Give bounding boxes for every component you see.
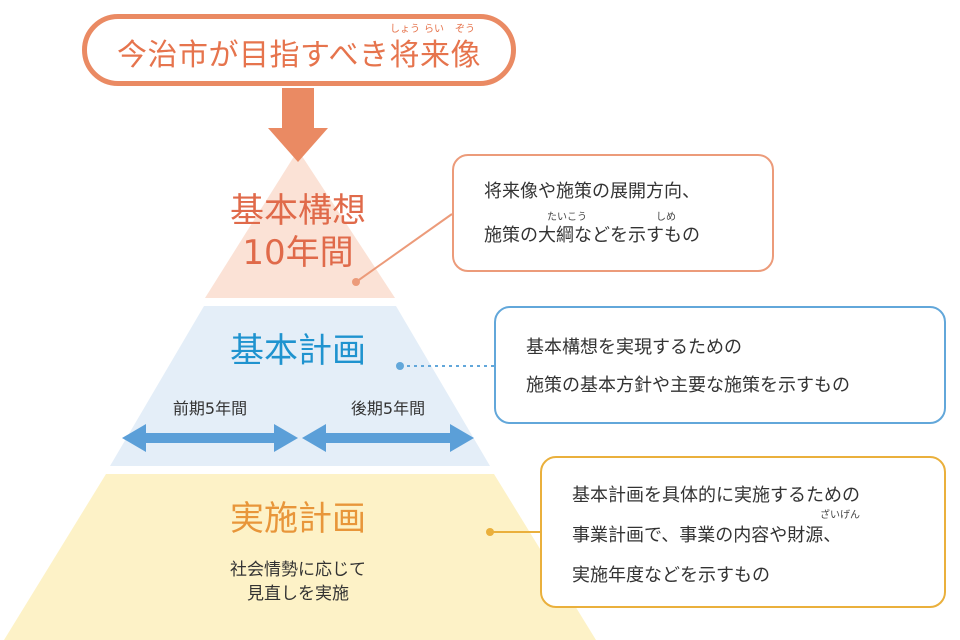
pyramid-middle-tier [110, 306, 490, 466]
tier-1-heading: 基本構想 10年間 [198, 190, 398, 274]
tier-1-heading-line-2: 10年間 [242, 233, 354, 273]
description-2-line-1: 基本構想を実現するための [526, 337, 742, 358]
description-1-ruby-shime: しめ [656, 212, 676, 223]
tier-3-note-line-1: 社会情勢に応じて [230, 560, 366, 580]
tier-1-heading-line-1: 基本構想 [230, 191, 366, 231]
tier-3-note-line-2: 見直しを実施 [247, 584, 349, 604]
title-ruby-rai: らい [424, 24, 444, 35]
description-1-line-1: 将来像や施策の展開方向、 [484, 181, 700, 202]
pyramid-bottom-tier [4, 474, 596, 640]
tier-3-heading: 実施計画 [230, 499, 366, 539]
description-3-line-1: 基本計画を具体的に実施するための [572, 485, 860, 506]
description-box-implementation-plan [540, 456, 946, 608]
description-2-line-2: 施策の基本方針や主要な施策を示すもの [526, 375, 850, 396]
description-3-line-2: 事業計画で、事業の内容や財源、 [572, 525, 842, 546]
description-box-basic-plan [494, 306, 946, 424]
period-label-first: 前期5年間 [172, 399, 248, 418]
tier-2-heading: 基本計画 [230, 331, 366, 371]
description-1-ruby-taikou: たいこう [547, 212, 587, 223]
connector-bottom [486, 528, 540, 536]
down-arrow [268, 88, 328, 162]
double-arrow-second-period [302, 424, 474, 452]
period-label-second: 後期5年間 [350, 399, 426, 418]
description-1-line-2: 施策の大綱などを示すもの [484, 225, 700, 246]
title-ruby-shou: しょう [390, 24, 420, 35]
description-3-line-3: 実施年度などを示すもの [572, 565, 770, 586]
connector-middle [396, 362, 494, 370]
title-ruby-zou: ぞう [455, 24, 475, 35]
double-arrow-first-period [122, 424, 298, 452]
tier-3-note: 社会情勢に応じて 見直しを実施 [198, 558, 398, 606]
description-box-basic-concept [452, 154, 774, 272]
page-title: 今治市が目指すべき将来像 [117, 38, 481, 73]
title-frame [82, 14, 516, 86]
connector-top [352, 213, 453, 286]
pyramid-top-tier [205, 150, 395, 298]
description-3-ruby-zaigen: ざいげん [820, 510, 860, 521]
